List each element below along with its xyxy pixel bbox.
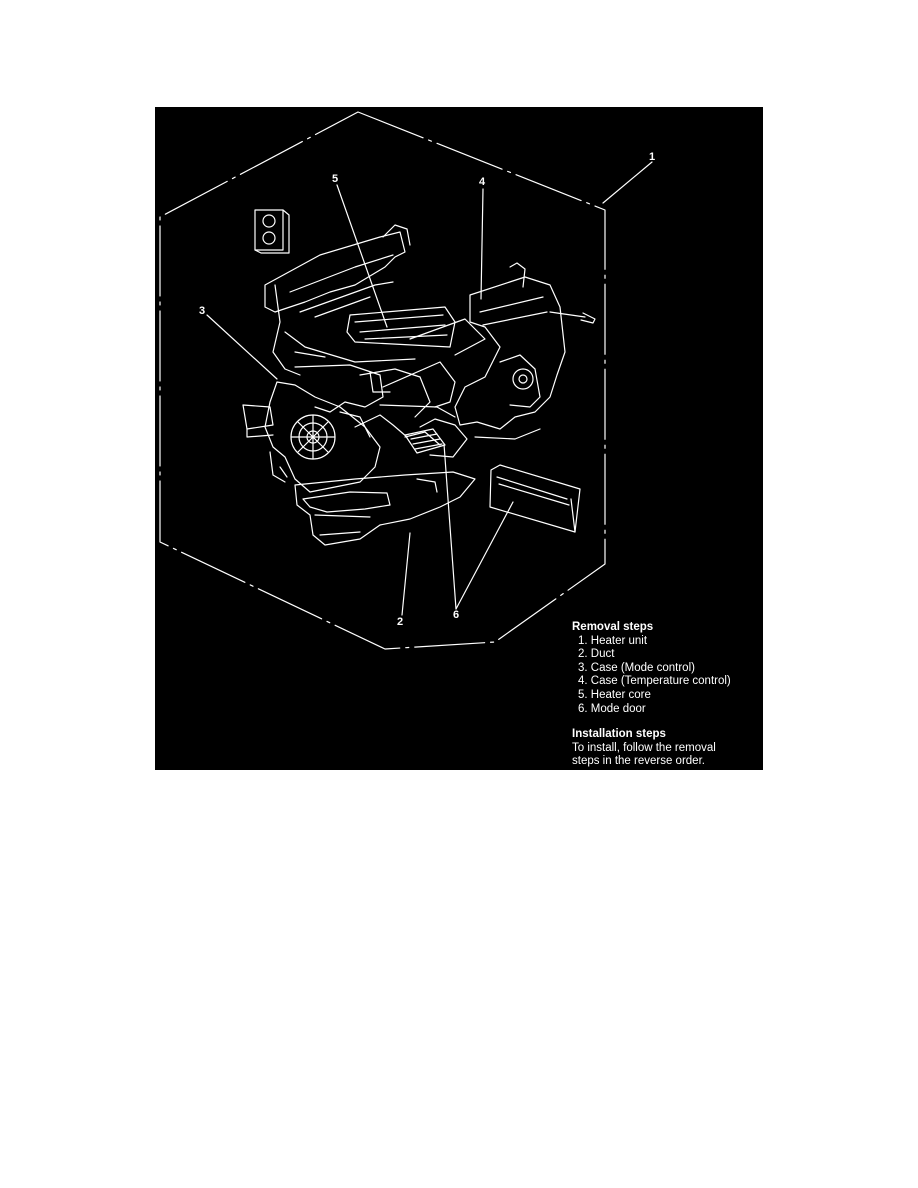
removal-step-5: 5. Heater core <box>578 688 651 701</box>
upper-housing <box>264 224 416 376</box>
mode-door <box>489 464 581 533</box>
leader-line-6a <box>443 443 457 610</box>
removal-step-2: 2. Duct <box>578 648 615 661</box>
callout-2: 2 <box>397 616 404 628</box>
leader-line-6b <box>455 501 514 610</box>
installation-line-2: steps in the reverse order. <box>572 755 705 768</box>
louver-grille <box>404 428 446 454</box>
removal-step-1: 1. Heater unit <box>578 634 648 647</box>
callout-1: 1 <box>649 151 656 163</box>
callout-3: 3 <box>199 305 206 317</box>
heater-core <box>346 306 486 356</box>
removal-step-3: 3. Case (Mode control) <box>578 661 695 674</box>
removal-steps-heading: Removal steps <box>572 621 654 633</box>
callout-4: 4 <box>479 176 486 188</box>
leader-line-3 <box>206 314 278 380</box>
exploded-diagram: 1 5 4 3 2 6 Removal steps 1. Heater unit… <box>155 107 763 770</box>
leader-line-5 <box>336 184 388 328</box>
mode-control-case <box>242 381 381 493</box>
callout-5: 5 <box>332 173 339 185</box>
duct <box>294 471 476 546</box>
removal-step-6: 6. Mode door <box>578 702 646 715</box>
temperature-case <box>454 262 596 440</box>
removal-step-4: 4. Case (Temperature control) <box>578 675 731 688</box>
leader-line-1 <box>602 161 653 204</box>
steps-legend: Removal steps 1. Heater unit 2. Duct 3. … <box>572 621 762 769</box>
leader-line-4 <box>480 188 484 300</box>
bracket-plate <box>254 209 290 254</box>
legend-spacer <box>572 716 762 728</box>
installation-line-1: To install, follow the removal <box>572 741 716 754</box>
center-case <box>294 361 468 458</box>
heater-unit-drawing <box>159 111 653 650</box>
heater-unit-boundary <box>159 111 606 650</box>
installation-steps-heading: Installation steps <box>572 728 666 741</box>
callout-6: 6 <box>453 609 460 621</box>
leader-line-2 <box>401 532 411 616</box>
